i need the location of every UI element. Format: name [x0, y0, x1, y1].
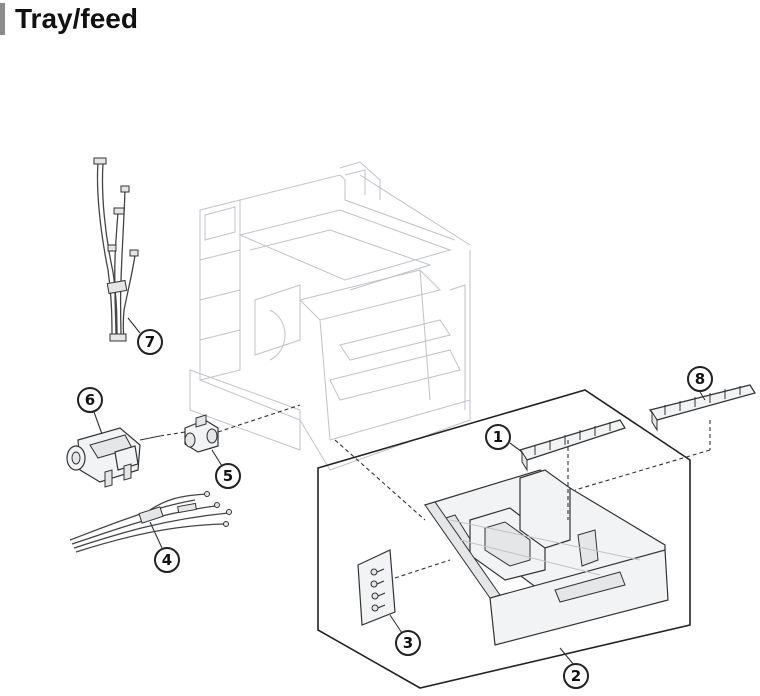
part-1-tray-guide [509, 419, 626, 520]
callout-2-label: 2 [571, 667, 581, 685]
part-3-screws [357, 549, 451, 634]
callout-8-label: 8 [695, 370, 705, 388]
page-title: Tray/feed [15, 3, 138, 34]
callout-3: 3 [395, 630, 421, 656]
part-8-tray-guide [574, 384, 756, 491]
printer-frame-ghost [189, 161, 471, 471]
screw-icons [370, 568, 386, 612]
part-7-cable-harness [93, 157, 141, 342]
part-2-paper-tray [423, 469, 669, 666]
callout-8: 8 [687, 366, 713, 392]
tray-callout-box [317, 389, 691, 689]
callout-4: 4 [154, 547, 180, 573]
assembly-lines-left [159, 404, 426, 521]
part-5-pick-roller-assembly [184, 414, 223, 467]
header-accent-bar [0, 3, 5, 35]
part-4-sensor-cable [69, 491, 232, 553]
part-6-pick-motor-assembly [66, 411, 161, 488]
callout-5: 5 [215, 463, 241, 489]
callout-1: 1 [485, 424, 511, 450]
callout-7: 7 [137, 329, 163, 355]
callout-5-label: 5 [223, 467, 233, 485]
callout-6: 6 [77, 387, 103, 413]
callout-1-label: 1 [493, 428, 503, 446]
callout-2: 2 [563, 663, 589, 689]
callout-6-label: 6 [85, 391, 95, 409]
callout-3-label: 3 [403, 634, 413, 652]
callout-4-label: 4 [162, 551, 172, 569]
page-header: Tray/feed [0, 2, 138, 36]
callout-7-label: 7 [145, 333, 155, 351]
